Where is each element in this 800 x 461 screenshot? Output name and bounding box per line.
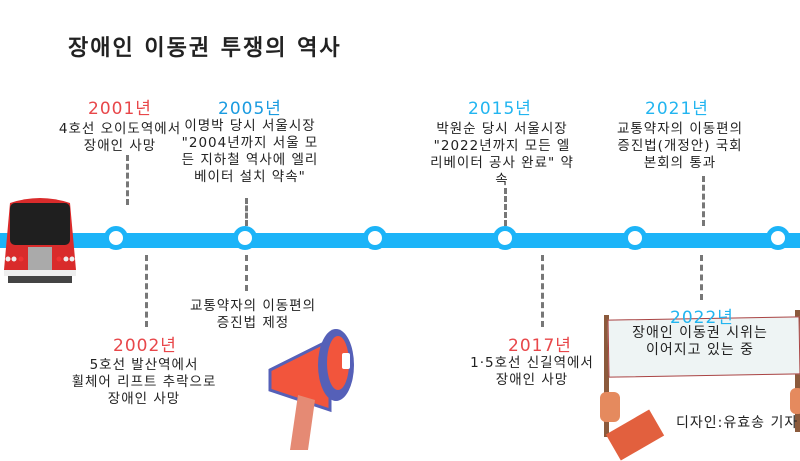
page-title: 장애인 이동권 투쟁의 역사	[68, 36, 342, 61]
timeline-line	[0, 233, 800, 248]
megaphone-icon	[268, 329, 354, 450]
connector-2002	[145, 255, 148, 327]
connector-2021	[702, 176, 705, 226]
timeline-stop	[493, 226, 517, 250]
timeline-stop	[766, 226, 790, 250]
connector-2017	[541, 255, 544, 327]
credit: 디자인:유효송 기자	[676, 415, 799, 431]
connector-2005	[245, 198, 248, 226]
train-icon	[4, 198, 76, 283]
hand-icon	[790, 388, 800, 414]
year-2001: 2001년	[88, 99, 152, 119]
timeline-stop	[104, 226, 128, 250]
year-2015: 2015년	[468, 99, 532, 119]
timeline-stop	[363, 226, 387, 250]
year-2002: 2002년	[113, 336, 177, 356]
connector-2015	[504, 188, 507, 226]
year-2005: 2005년	[218, 99, 282, 119]
year-2022: 2022년	[670, 308, 734, 328]
connector-2022	[700, 255, 703, 300]
banner-pole-left	[604, 315, 609, 437]
year-2021: 2021년	[645, 99, 709, 119]
year-2017: 2017년	[508, 336, 572, 356]
timeline-stop	[623, 226, 647, 250]
connector-2005b	[245, 255, 248, 291]
hand-icon	[600, 392, 620, 422]
timeline-stop	[233, 226, 257, 250]
connector-2001	[126, 155, 129, 205]
